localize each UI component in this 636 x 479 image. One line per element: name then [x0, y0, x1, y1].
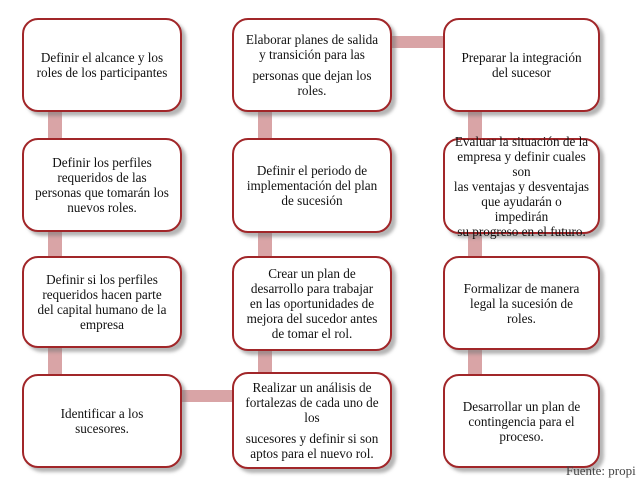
step-line: del sucesor	[492, 65, 551, 80]
step-define-scope-roles: Definir el alcance y los roles de los pa…	[22, 18, 182, 112]
step-line: Preparar la integración	[461, 50, 582, 65]
step-line: Definir si los perfiles	[46, 272, 158, 287]
step-line: Crear un plan de	[268, 266, 356, 281]
step-strengths-analysis: Realizar un análisis de fortalezas de ca…	[232, 372, 392, 469]
step-line: Identificar a los	[60, 406, 144, 421]
connector-c1-2-3	[48, 225, 62, 265]
step-line: legal la sucesión de	[470, 295, 573, 311]
step-line: Desarrollar un plan de	[462, 398, 581, 414]
connector-c1-c2-bottom	[175, 390, 245, 402]
step-line: en las oportunidades de	[249, 296, 375, 311]
step-line: sucesores y definir si son	[245, 431, 379, 446]
step-line: sucesores.	[75, 421, 129, 436]
step-define-implementation-period: Definir el periodo de implementación del…	[232, 138, 392, 233]
step-line: Realizar un análisis de	[252, 380, 372, 395]
step-line: mejora del sucedor antes	[246, 311, 378, 326]
step-line: proceso.	[499, 428, 544, 444]
step-line: roles de los participantes	[36, 65, 168, 80]
step-line: los	[304, 410, 320, 425]
step-line: son	[512, 163, 531, 179]
step-evaluate-company: Evaluar la situación de la empresa y def…	[443, 134, 600, 239]
step-line: nuevos roles.	[67, 200, 137, 215]
step-line: desarrollo para trabajar	[250, 281, 374, 296]
step-line: que ayudarán o impedirán	[481, 193, 562, 224]
connector-c2-2-1	[258, 105, 272, 145]
step-line: de tomar el rol.	[271, 326, 353, 341]
step-line: su progreso en el futuro.	[457, 223, 586, 239]
step-line: Definir el alcance y los	[40, 50, 164, 65]
connector-c1-3-4	[48, 340, 62, 382]
step-line: Evaluar la situación de la	[454, 133, 589, 149]
step-line: Formalizar de manera	[463, 280, 580, 296]
connector-c2-c3-top	[380, 36, 450, 48]
step-line: roles.	[507, 310, 536, 326]
step-line: personas que dejan los	[252, 68, 372, 83]
step-line: fortalezas de cada uno de	[245, 395, 379, 410]
step-prepare-integration: Preparar la integración del sucesor	[443, 18, 600, 112]
step-contingency-plan: Desarrollar un plan de contingencia para…	[443, 374, 600, 468]
step-line: empresa y definir cuales	[457, 148, 586, 164]
step-line: y transición para las	[259, 47, 365, 62]
step-check-human-capital: Definir si los perfiles requeridos hacen…	[22, 256, 182, 348]
source-caption: Fuente: propia	[566, 463, 636, 478]
step-development-plan: Crear un plan de desarrollo para trabaja…	[232, 256, 392, 351]
step-line: Elaborar planes de salida	[245, 32, 379, 47]
step-line: Definir el periodo de	[256, 163, 368, 178]
step-identify-successors: Identificar a los sucesores.	[22, 374, 182, 468]
step-line: Definir los perfiles	[52, 155, 152, 170]
step-exit-transition-plans: Elaborar planes de salida y transición p…	[232, 18, 392, 112]
step-formalize-succession: Formalizar de manera legal la sucesión d…	[443, 256, 600, 350]
connector-c3-1-2	[468, 108, 482, 143]
connector-c3-3-4	[468, 343, 482, 383]
step-line: requeridos hacen parte	[42, 287, 162, 302]
step-line: implementación del plan	[246, 178, 378, 193]
connector-c1-1-2	[48, 105, 62, 145]
step-line: las ventajas y desventajas	[453, 178, 590, 194]
step-line: personas que tomarán los	[35, 185, 169, 200]
step-line: aptos para el nuevo rol.	[250, 446, 374, 461]
step-line: roles.	[297, 83, 327, 98]
step-line: de sucesión	[281, 193, 343, 208]
step-line: empresa	[80, 317, 124, 332]
step-define-profiles: Definir los perfiles requeridos de las p…	[22, 138, 182, 232]
step-line: contingencia para el	[468, 413, 575, 429]
step-line: requeridos de las	[57, 170, 147, 185]
step-line: del capital humano de la	[37, 302, 167, 317]
